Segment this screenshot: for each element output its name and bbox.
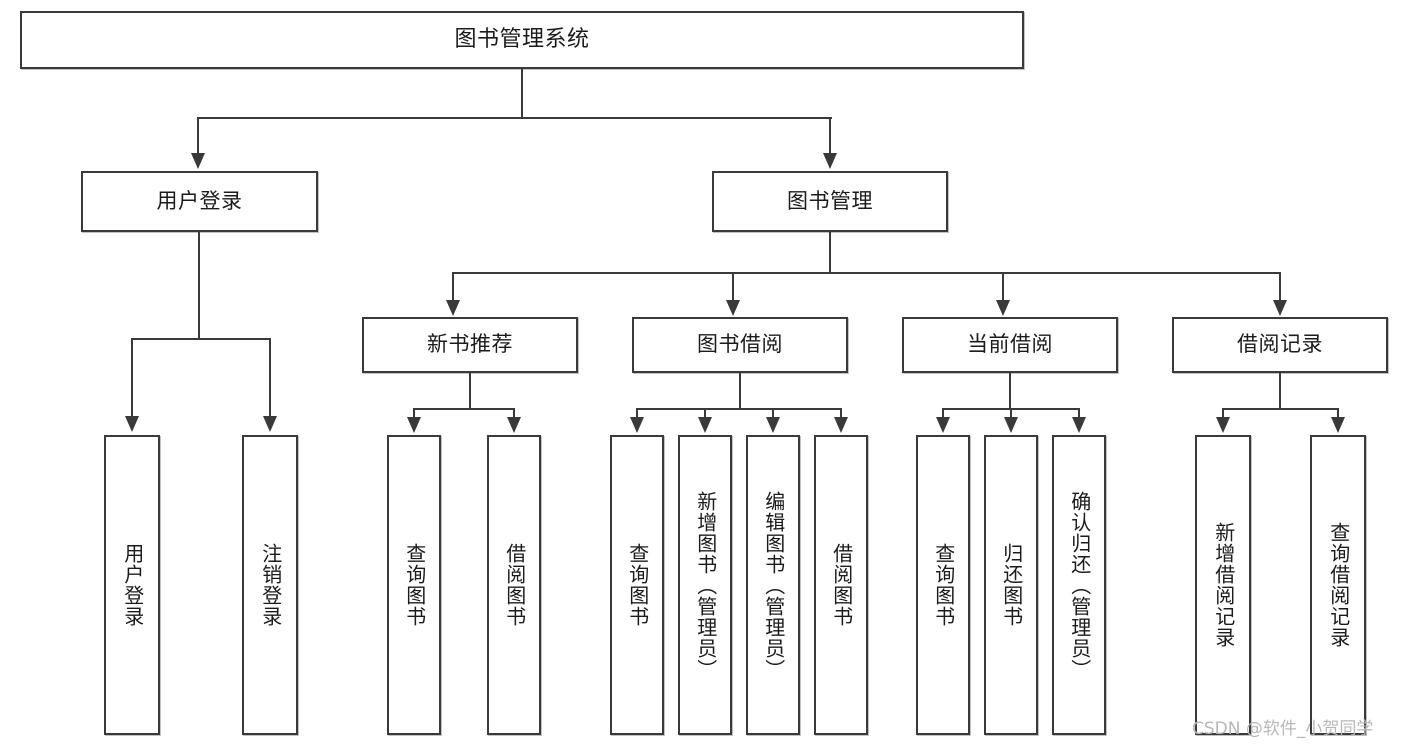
node-label: 查询图书 — [402, 543, 427, 627]
node-label: 查询图书 — [931, 543, 956, 627]
edge-userlogin-drop-2 — [269, 338, 271, 418]
edge-currentborrow-drop-1 — [942, 408, 944, 419]
edge-newbook-bus — [413, 408, 515, 410]
edge-userlogin-drop-1 — [131, 338, 133, 418]
node-label: 图书管理系统 — [454, 26, 590, 52]
node-label: 当前借阅 — [967, 332, 1053, 357]
edge-root-bus — [197, 117, 832, 119]
arrowhead-to-book-borrow — [726, 300, 740, 316]
node-label: 编辑图书（管理员） — [761, 490, 786, 680]
node-label: 图书管理 — [787, 188, 873, 213]
node-label: 借阅图书 — [502, 543, 527, 627]
edge-root-drop-right — [829, 117, 831, 155]
edge-bookborrow-drop-4 — [840, 408, 842, 419]
node-current-borrow[interactable]: 当前借阅 — [902, 317, 1118, 373]
arrowhead-currentborrow-query — [936, 417, 950, 433]
node-label: 新增图书（管理员） — [693, 490, 718, 680]
edge-newbook-drop-2 — [513, 408, 515, 419]
leaf-bookborrow-edit-book-admin[interactable]: 编辑图书（管理员） — [746, 435, 800, 735]
arrowhead-currentborrow-confirm — [1072, 417, 1086, 433]
node-label: 借阅图书 — [829, 543, 854, 627]
leaf-logout[interactable]: 注销登录 — [242, 435, 298, 735]
edge-newbook-drop-1 — [413, 408, 415, 419]
arrowhead-currentborrow-return — [1004, 417, 1018, 433]
leaf-currentborrow-return-book[interactable]: 归还图书 — [984, 435, 1038, 735]
arrowhead-to-current-borrow — [996, 300, 1010, 316]
arrowhead-bookborrow-add — [698, 417, 712, 433]
edge-bookmgmt-bus — [452, 272, 1280, 274]
arrowhead-borrowrecord-add — [1216, 417, 1230, 433]
node-root-system[interactable]: 图书管理系统 — [20, 11, 1024, 69]
arrowhead-bookborrow-borrow — [834, 417, 848, 433]
edge-root-stem — [521, 69, 523, 118]
edge-bookborrow-drop-2 — [704, 408, 706, 419]
edge-borrowrecord-drop-1 — [1222, 408, 1224, 419]
node-label: 借阅记录 — [1237, 332, 1323, 357]
node-new-book-recommend[interactable]: 新书推荐 — [362, 317, 578, 373]
leaf-bookborrow-borrow-book[interactable]: 借阅图书 — [814, 435, 868, 735]
node-label: 归还图书 — [999, 543, 1024, 627]
leaf-borrowrecord-add-record[interactable]: 新增借阅记录 — [1195, 435, 1251, 735]
edge-userlogin-stem — [198, 232, 200, 339]
node-label: 用户登录 — [156, 188, 243, 213]
edge-bookborrow-stem — [739, 373, 741, 409]
edge-currentborrow-drop-2 — [1010, 408, 1012, 419]
arrowhead-bookborrow-query — [630, 417, 644, 433]
node-book-management[interactable]: 图书管理 — [712, 171, 948, 232]
edge-bookborrow-drop-1 — [636, 408, 638, 419]
edge-borrowrecord-bus — [1222, 408, 1338, 410]
node-label: 注销登录 — [258, 543, 283, 627]
leaf-borrowrecord-query-record[interactable]: 查询借阅记录 — [1310, 435, 1366, 735]
leaf-currentborrow-confirm-return-admin[interactable]: 确认归还（管理员） — [1052, 435, 1106, 735]
edge-currentborrow-drop-3 — [1078, 408, 1080, 419]
edge-borrowrecord-stem — [1279, 373, 1281, 409]
arrowhead-to-book-manage — [823, 153, 837, 169]
leaf-bookborrow-add-book-admin[interactable]: 新增图书（管理员） — [678, 435, 732, 735]
edge-borrowrecord-drop-2 — [1337, 408, 1339, 419]
node-label: 确认归还（管理员） — [1067, 490, 1092, 680]
node-label: 新增借阅记录 — [1211, 522, 1236, 648]
edge-bookmgmt-drop-4 — [1279, 272, 1281, 303]
arrowhead-borrowrecord-query — [1331, 417, 1345, 433]
node-user-login[interactable]: 用户登录 — [81, 171, 318, 232]
node-label: 查询图书 — [625, 543, 650, 627]
edge-bookmgmt-drop-1 — [452, 272, 454, 303]
node-book-borrow[interactable]: 图书借阅 — [632, 317, 848, 373]
arrowhead-newbook-borrow — [507, 417, 521, 433]
arrowhead-user-login-leaf — [125, 416, 139, 432]
arrowhead-to-borrow-record — [1273, 300, 1287, 316]
node-borrow-record[interactable]: 借阅记录 — [1172, 317, 1388, 373]
arrowhead-to-new-book — [446, 300, 460, 316]
node-label: 用户登录 — [120, 543, 145, 627]
edge-bookmgmt-drop-3 — [1002, 272, 1004, 303]
leaf-currentborrow-query-book[interactable]: 查询图书 — [916, 435, 970, 735]
leaf-newbook-borrow-book[interactable]: 借阅图书 — [487, 435, 541, 735]
edge-root-drop-left — [197, 117, 199, 155]
leaf-user-login[interactable]: 用户登录 — [104, 435, 160, 735]
arrowhead-newbook-query — [407, 417, 421, 433]
leaf-newbook-query-book[interactable]: 查询图书 — [387, 435, 441, 735]
edge-currentborrow-stem — [1009, 373, 1011, 409]
edge-bookborrow-drop-3 — [772, 408, 774, 419]
edge-bookborrow-bus — [636, 408, 841, 410]
edge-newbook-stem — [469, 373, 471, 409]
node-label: 图书借阅 — [697, 332, 783, 357]
edge-bookmgmt-drop-2 — [732, 272, 734, 303]
node-label: 查询借阅记录 — [1326, 522, 1351, 648]
arrowhead-logout-leaf — [263, 416, 277, 432]
edge-userlogin-bus — [131, 338, 270, 340]
leaf-bookborrow-query-book[interactable]: 查询图书 — [610, 435, 664, 735]
arrowhead-to-user-login — [191, 153, 205, 169]
node-label: 新书推荐 — [427, 332, 513, 357]
arrowhead-bookborrow-edit — [766, 417, 780, 433]
edge-bookmgmt-stem — [829, 232, 831, 273]
